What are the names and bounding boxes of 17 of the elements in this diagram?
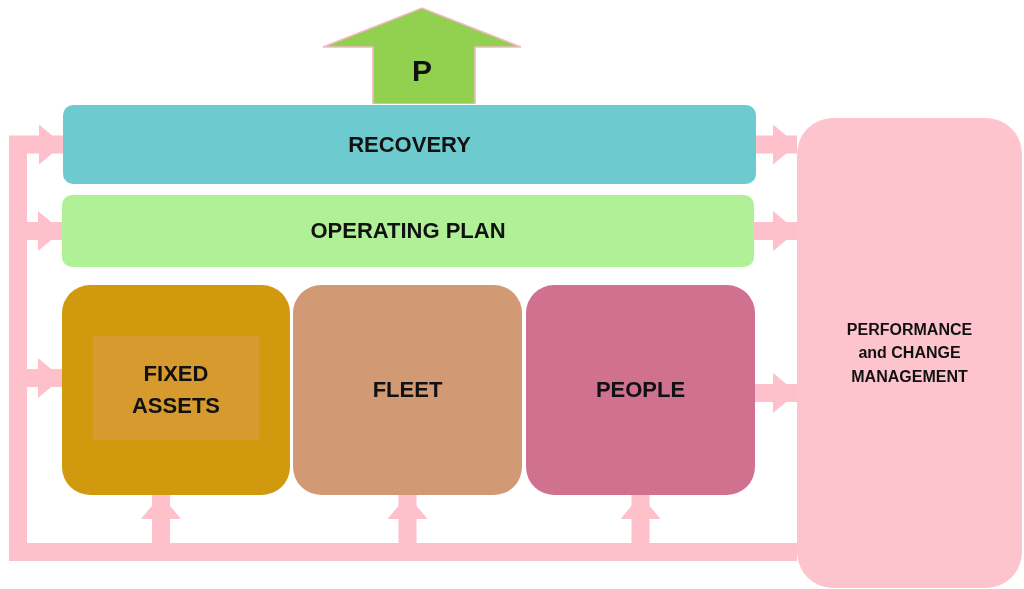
up-arrow-shape — [322, 7, 522, 104]
process-box — [62, 285, 290, 495]
box-label: PERFORMANCE and CHANGE MANAGEMENT — [845, 320, 974, 387]
management-box — [797, 118, 1022, 588]
box-label: PEOPLE — [595, 376, 686, 405]
process-box — [293, 285, 522, 495]
feedback-arrow — [755, 373, 797, 413]
process-box — [62, 195, 754, 267]
box-label: FLEET — [372, 376, 443, 405]
arrow-label: P — [412, 53, 432, 88]
box-label: FIXED ASSETS — [131, 360, 221, 420]
process-box — [63, 105, 756, 184]
box-label: OPERATING PLAN — [310, 217, 506, 246]
box-label: RECOVERY — [348, 130, 471, 159]
process-box — [526, 285, 755, 495]
feedback-arrow — [754, 211, 797, 251]
feedback-arrow — [756, 124, 797, 165]
